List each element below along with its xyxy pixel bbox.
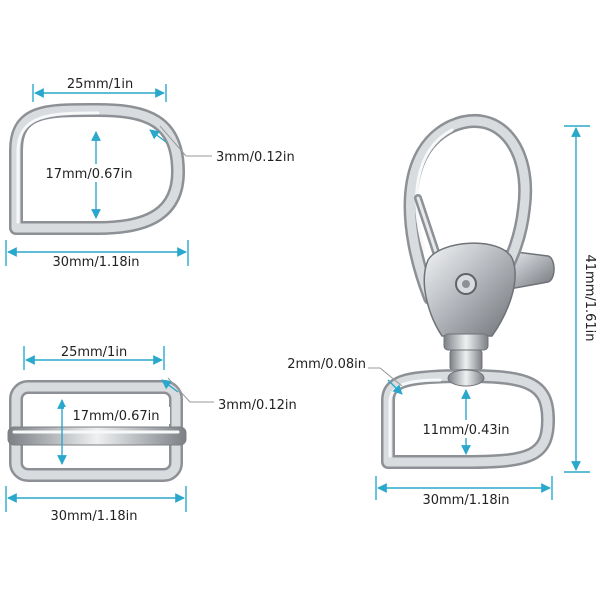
slider-center-bar bbox=[7, 426, 187, 446]
d-ring-highlight bbox=[16, 111, 100, 224]
d-ring-inner-width-label: 25mm/1in bbox=[67, 77, 133, 92]
d-ring bbox=[9, 102, 185, 235]
d-ring-inner-height-dimension: 17mm/0.67in bbox=[26, 131, 152, 219]
d-ring-wire-thickness-dimension: 3mm/0.12in bbox=[149, 125, 295, 165]
clasp-wire-thickness-label: 2mm/0.08in bbox=[287, 357, 366, 372]
clasp-ring-inner-height-label: 11mm/0.43in bbox=[422, 423, 509, 438]
slider-wire-thickness-label: 3mm/0.12in bbox=[218, 398, 297, 413]
clasp-total-height-label: 41mm/1.61in bbox=[582, 254, 597, 341]
d-ring-shine bbox=[11, 105, 183, 233]
clasp-total-height-dimension: 41mm/1.61in bbox=[564, 125, 597, 473]
clasp-wire-thickness-dimension: 2mm/0.08in bbox=[287, 357, 403, 395]
slider-inner-height-dimension: 17mm/0.67in bbox=[57, 399, 170, 465]
swivel-clasp bbox=[381, 114, 555, 469]
d-ring-wire-thickness-label: 3mm/0.12in bbox=[216, 150, 295, 165]
d-ring-outer-width-dimension: 30mm/1.18in bbox=[5, 240, 189, 270]
clasp-ring-inner-height-dimension: 11mm/0.43in bbox=[412, 389, 522, 455]
slider-buckle bbox=[7, 380, 187, 482]
slider-inner-height-label: 17mm/0.67in bbox=[72, 409, 159, 424]
slider-wire-thickness-dimension: 3mm/0.12in bbox=[161, 377, 297, 413]
clasp-ring-outer-width-label: 30mm/1.18in bbox=[422, 493, 509, 508]
clasp-neck bbox=[443, 333, 489, 351]
clasp-swivel-ring bbox=[381, 369, 555, 469]
d-ring-inner-height-label: 17mm/0.67in bbox=[45, 167, 132, 182]
slider-outer-width-label: 30mm/1.18in bbox=[50, 509, 137, 524]
clasp-ring-outer-width-dimension: 30mm/1.18in bbox=[375, 476, 553, 508]
d-ring-inner-width-dimension: 25mm/1in bbox=[32, 77, 167, 102]
clasp-hook-shine bbox=[406, 116, 530, 303]
slider-inner-width-dimension: 25mm/1in bbox=[23, 345, 165, 370]
slider-outer-width-dimension: 30mm/1.18in bbox=[5, 486, 187, 524]
clasp-swivel-ring-shine bbox=[383, 371, 553, 467]
d-ring-outer-width-label: 30mm/1.18in bbox=[52, 255, 139, 270]
slider-inner-width-label: 25mm/1in bbox=[61, 345, 127, 360]
